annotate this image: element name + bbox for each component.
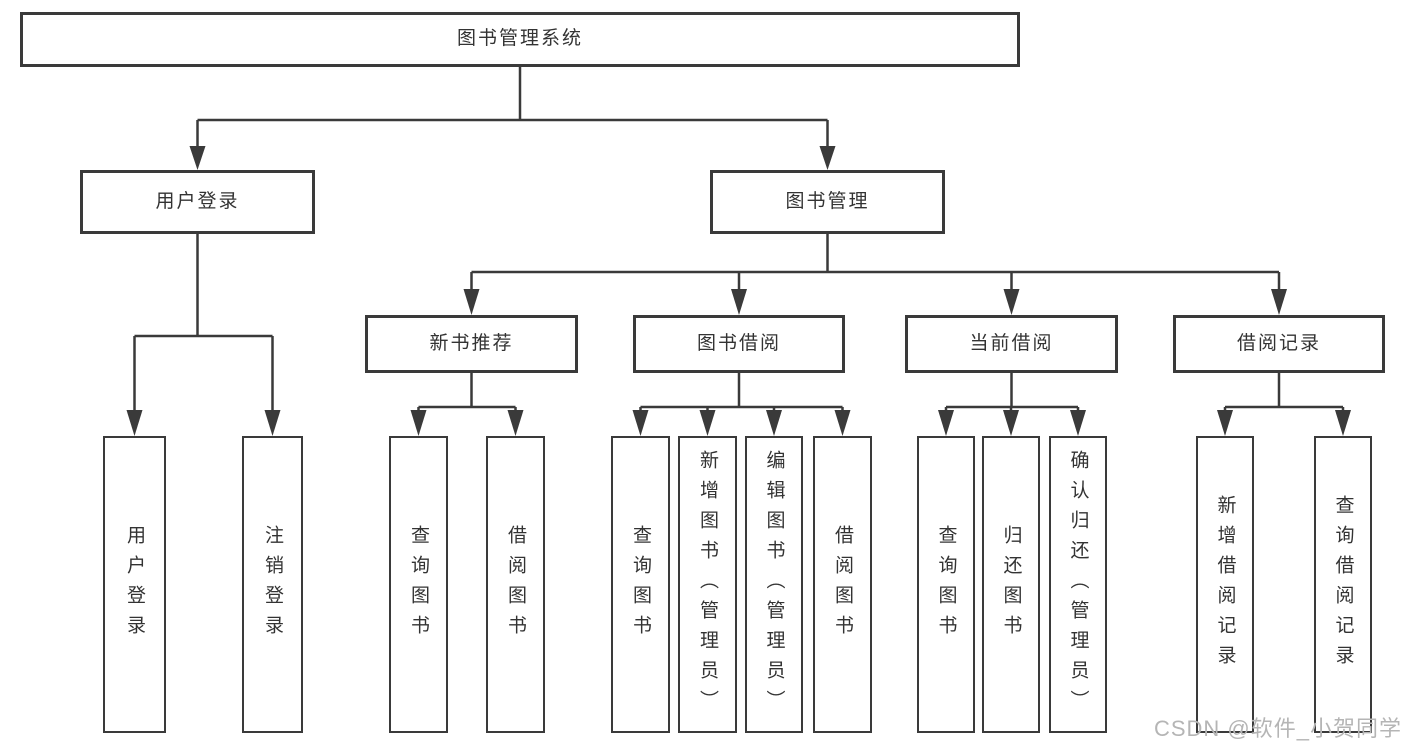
connector-root-to-level2: [189, 67, 836, 170]
leaf-add-borrow-record: 新增借阅记录: [1196, 436, 1254, 733]
leaf-logout: 注销登录: [242, 436, 303, 733]
connector-book-mgmt-to-level3: [463, 234, 1287, 315]
leaf-query-books-current: 查询图书: [917, 436, 975, 733]
leaf-borrow-books: 借阅图书: [813, 436, 872, 733]
connector-book-borrow-to-leaves: [632, 373, 851, 436]
node-library-system: 图书管理系统: [20, 12, 1020, 67]
node-new-book-recommend: 新书推荐: [365, 315, 578, 373]
node-borrow-records: 借阅记录: [1173, 315, 1385, 373]
leaf-return-book: 归还图书: [982, 436, 1040, 733]
leaf-query-books-recommend: 查询图书: [389, 436, 448, 733]
leaf-edit-book-admin: 编辑图书（管理员）: [745, 436, 803, 733]
leaf-add-book-admin: 新增图书（管理员）: [678, 436, 737, 733]
node-book-borrow: 图书借阅: [633, 315, 845, 373]
node-book-management: 图书管理: [710, 170, 945, 234]
connector-borrow-records-to-leaves: [1217, 373, 1351, 436]
leaf-confirm-return-admin: 确认归还（管理员）: [1049, 436, 1107, 733]
leaf-query-borrow-record: 查询借阅记录: [1314, 436, 1372, 733]
leaf-borrow-books-recommend: 借阅图书: [486, 436, 545, 733]
node-user-login: 用户登录: [80, 170, 315, 234]
leaf-query-books-borrow: 查询图书: [611, 436, 670, 733]
node-current-borrow: 当前借阅: [905, 315, 1118, 373]
csdn-watermark: CSDN @软件_小贺同学: [1153, 716, 1402, 741]
connector-new-book-to-leaves: [410, 373, 524, 436]
leaf-user-login: 用户登录: [103, 436, 166, 733]
connector-user-login-to-leaves: [126, 234, 281, 436]
connector-current-borrow-to-leaves: [938, 373, 1086, 436]
